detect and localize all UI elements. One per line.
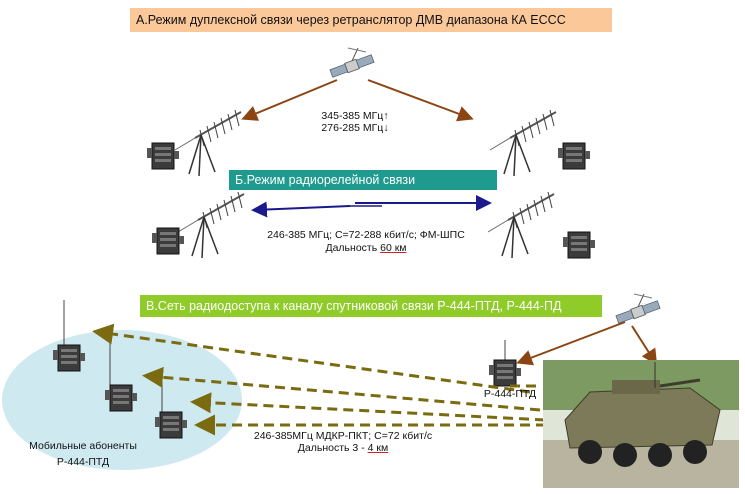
relay-range-label: Дальность 60 км bbox=[246, 242, 486, 254]
access-link-2 bbox=[142, 366, 541, 412]
radio-unit-icon bbox=[151, 227, 185, 255]
yagi-antenna-icon bbox=[174, 109, 242, 177]
freq-down-label: 276-285 МГц↓ bbox=[321, 122, 389, 134]
relay-range-prefix: Дальность bbox=[325, 242, 381, 254]
sat-link-station bbox=[516, 321, 626, 366]
radio-unit-icon bbox=[104, 384, 138, 412]
sat-link-left bbox=[241, 79, 338, 121]
sat-link-vehicle bbox=[631, 325, 658, 366]
satellite-icon-a bbox=[329, 47, 375, 78]
relay-range-value: 60 км bbox=[380, 242, 407, 254]
access-range-value: 4 км bbox=[367, 442, 389, 454]
armored-vehicle-icon bbox=[543, 360, 739, 488]
radio-unit-icon bbox=[488, 359, 522, 387]
access-link-1 bbox=[92, 323, 531, 394]
access-link-3 bbox=[190, 392, 546, 422]
radio-unit-icon bbox=[146, 142, 180, 170]
freq-up-label: 345-385 МГц↑ bbox=[321, 110, 389, 122]
station-label: Р-444-ПТД bbox=[483, 388, 537, 400]
satellite-icon-c bbox=[615, 293, 661, 324]
sat-link-right bbox=[367, 79, 474, 122]
yagi-antenna-icon bbox=[489, 109, 557, 177]
mode-b-banner: Б.Режим радиорелейной связи bbox=[229, 170, 497, 190]
mode-c-banner: В.Сеть радиодоступа к каналу спутниковой… bbox=[140, 295, 602, 317]
radio-unit-icon bbox=[562, 231, 596, 259]
yagi-antenna-icon bbox=[177, 191, 245, 259]
radio-unit-icon bbox=[52, 344, 86, 372]
access-params-label: 246-385МГц МДКР-ПКТ; С=72 кбит/с bbox=[253, 430, 433, 442]
mobile-label-2: Р-444-ПТД bbox=[56, 456, 110, 468]
yagi-antenna-icon bbox=[487, 191, 555, 259]
access-range-label: Дальность 3 - 4 км bbox=[238, 442, 448, 454]
relay-link-left bbox=[251, 201, 351, 218]
relay-params-label: 246-385 МГц; С=72-288 кбит/с; ФМ-ШПС bbox=[267, 229, 465, 241]
radio-unit-icon bbox=[557, 142, 591, 170]
access-range-prefix: Дальность 3 - bbox=[297, 442, 368, 454]
mobile-label-1: Мобильные абоненты bbox=[29, 440, 137, 452]
radio-unit-icon bbox=[154, 411, 188, 439]
mode-a-banner: А.Режим дуплексной связи через ретрансля… bbox=[130, 8, 612, 32]
